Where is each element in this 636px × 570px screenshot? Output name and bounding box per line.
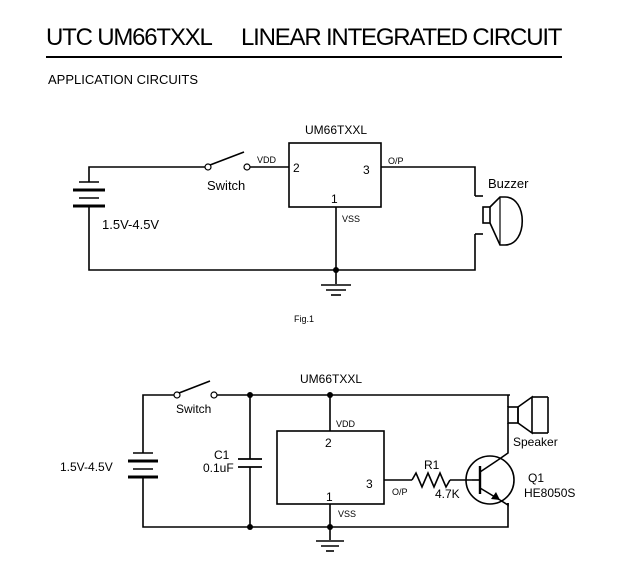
fig2-res-value: 4.7K	[435, 487, 460, 501]
fig1-switch-symbol	[204, 151, 251, 171]
fig2-vdd-label: VDD	[336, 419, 356, 429]
fig2-pin2-number: 2	[325, 436, 332, 450]
fig1-buzzer-symbol	[475, 195, 524, 246]
fig1-ic-name: UM66TXXL	[305, 123, 367, 137]
fig1-pin1-number: 1	[331, 192, 338, 206]
fig1-ground-symbol	[321, 284, 351, 296]
fig2-capacitor-symbol	[238, 395, 262, 527]
fig2-transistor-symbol	[465, 435, 515, 507]
fig2-cap-name: C1	[214, 448, 230, 462]
fig1-circuit: UM66TXXL 2 3 1 VDD O/P VSS Switch 1.5V-4…	[73, 123, 529, 324]
fig1-pin2-number: 2	[293, 161, 300, 175]
fig2-transistor-part: HE8050S	[524, 486, 575, 500]
fig2-ic-name: UM66TXXL	[300, 372, 362, 386]
fig1-pin3-number: 3	[363, 163, 370, 177]
fig1-wire-top-left	[88, 166, 205, 182]
fig1-op-label: O/P	[388, 156, 404, 166]
fig2-res-name: R1	[424, 458, 440, 472]
fig1-ic-body	[288, 142, 382, 208]
fig2-pin3-number: 3	[366, 477, 373, 491]
fig2-speaker-symbol	[507, 395, 549, 435]
header-category: LINEAR INTEGRATED CIRCUIT	[241, 24, 562, 51]
fig1-wire-output	[381, 166, 476, 196]
fig1-battery-label: 1.5V-4.5V	[102, 217, 159, 232]
fig1-battery-symbol	[73, 181, 105, 208]
fig2-vss-label: VSS	[338, 509, 356, 519]
fig2-pin1-number: 1	[326, 490, 333, 504]
header-rule	[46, 56, 562, 58]
fig1-buzzer-label: Buzzer	[488, 176, 529, 191]
fig2-cap-value: 0.1uF	[203, 461, 234, 475]
fig1-switch-label: Switch	[207, 178, 245, 193]
header-part-number: UTC UM66TXXL	[46, 24, 213, 51]
fig1-caption: Fig.1	[294, 314, 314, 324]
fig2-speaker-label: Speaker	[513, 435, 558, 449]
fig2-circuit: UM66TXXL Switch 1.5V-4.5V C1	[60, 372, 575, 552]
fig1-vdd-label: VDD	[257, 155, 277, 165]
fig2-transistor-name: Q1	[528, 471, 544, 485]
fig1-junction	[333, 267, 339, 273]
fig2-switch-symbol	[173, 380, 218, 399]
fig2-battery-label: 1.5V-4.5V	[60, 460, 113, 474]
fig2-op-label: O/P	[392, 487, 408, 497]
fig2-switch-label: Switch	[176, 402, 211, 416]
fig1-vss-label: VSS	[342, 214, 360, 224]
fig2-ground-symbol	[316, 540, 344, 552]
fig2-wire-top-left	[142, 394, 174, 453]
fig1-wire-bottom	[88, 206, 476, 271]
fig2-wire-bottom-rail	[142, 477, 509, 528]
fig2-battery-symbol	[128, 452, 158, 479]
fig2-resistor-symbol	[411, 470, 451, 490]
section-title: APPLICATION CIRCUITS	[48, 72, 199, 87]
